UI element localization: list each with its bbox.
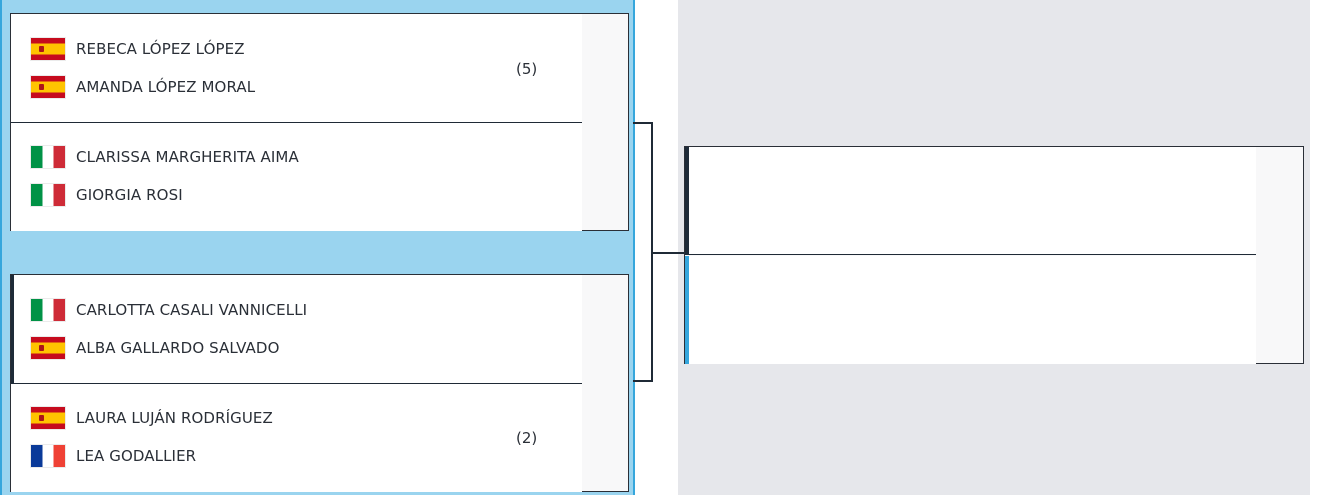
seed-label: (2) bbox=[516, 429, 538, 447]
team-slot[interactable]: CLARISSA MARGHERITA AIMA GIORGIA ROSI bbox=[11, 123, 582, 231]
player-row: REBECA LÓPEZ LÓPEZ bbox=[31, 37, 245, 61]
match-card-2[interactable]: CARLOTTA CASALI VANNICELLI ALBA GALLARDO… bbox=[10, 274, 629, 492]
player-row: CARLOTTA CASALI VANNICELLI bbox=[31, 298, 307, 322]
france-flag-icon bbox=[31, 445, 65, 467]
player-row: ALBA GALLARDO SALVADO bbox=[31, 336, 279, 360]
italy-flag-icon bbox=[31, 184, 65, 206]
player-row: LEA GODALLIER bbox=[31, 444, 196, 468]
player-name: CLARISSA MARGHERITA AIMA bbox=[76, 148, 299, 166]
team-slot[interactable]: REBECA LÓPEZ LÓPEZ AMANDA LÓPEZ MORAL (5… bbox=[11, 14, 582, 123]
player-name: LAURA LUJÁN RODRÍGUEZ bbox=[76, 409, 273, 427]
spain-flag-icon bbox=[31, 38, 65, 60]
team-slot[interactable]: CARLOTTA CASALI VANNICELLI ALBA GALLARDO… bbox=[11, 275, 582, 384]
connector-line bbox=[651, 252, 685, 254]
player-name: REBECA LÓPEZ LÓPEZ bbox=[76, 40, 245, 58]
connector-line bbox=[633, 380, 653, 382]
player-row: LAURA LUJÁN RODRÍGUEZ bbox=[31, 406, 273, 430]
spain-flag-icon bbox=[31, 76, 65, 98]
player-row: AMANDA LÓPEZ MORAL bbox=[31, 75, 255, 99]
next-round-match-card[interactable] bbox=[684, 146, 1304, 364]
italy-flag-icon bbox=[31, 299, 65, 321]
empty-team-slot[interactable] bbox=[685, 256, 1256, 364]
spain-flag-icon bbox=[31, 337, 65, 359]
player-name: AMANDA LÓPEZ MORAL bbox=[76, 78, 256, 96]
italy-flag-icon bbox=[31, 146, 65, 168]
connector-line bbox=[633, 122, 653, 124]
seed-label: (5) bbox=[516, 60, 538, 78]
player-row: GIORGIA ROSI bbox=[31, 183, 183, 207]
spain-flag-icon bbox=[31, 407, 65, 429]
empty-team-slot[interactable] bbox=[685, 147, 1256, 255]
match-card-1[interactable]: REBECA LÓPEZ LÓPEZ AMANDA LÓPEZ MORAL (5… bbox=[10, 13, 629, 231]
player-name: LEA GODALLIER bbox=[76, 447, 197, 465]
team-slot[interactable]: LAURA LUJÁN RODRÍGUEZ LEA GODALLIER (2) bbox=[11, 384, 582, 492]
player-row: CLARISSA MARGHERITA AIMA bbox=[31, 145, 299, 169]
player-name: CARLOTTA CASALI VANNICELLI bbox=[76, 301, 308, 319]
player-name: GIORGIA ROSI bbox=[76, 186, 183, 204]
player-name: ALBA GALLARDO SALVADO bbox=[76, 339, 280, 357]
